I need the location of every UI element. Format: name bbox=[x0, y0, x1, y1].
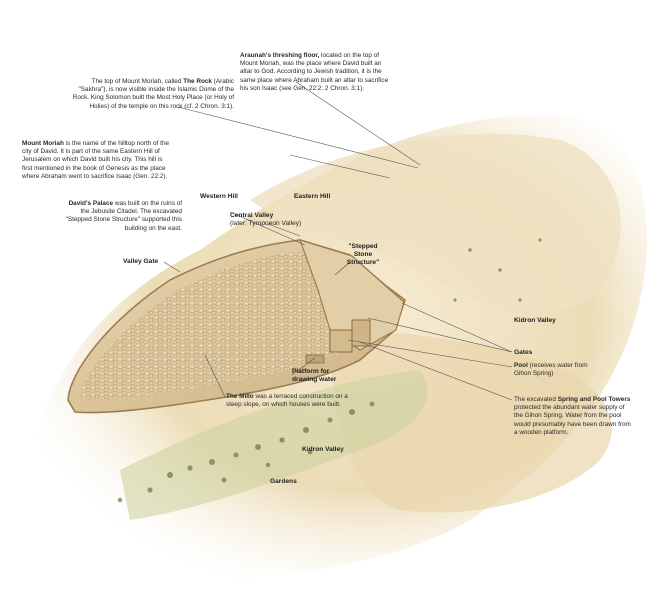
leader-lines bbox=[163, 81, 513, 401]
eastern-hill-label: Eastern Hill bbox=[294, 193, 331, 200]
araunah-note-title: Araunah's threshing floor, bbox=[240, 52, 320, 59]
platform-label: Platform for drawing water bbox=[292, 368, 337, 383]
valley-gate-label: Valley Gate bbox=[123, 258, 159, 265]
towers-note-title: Spring and Pool Towers bbox=[557, 396, 631, 403]
spring-pool-towers-note: The excavated Spring and Pool Towers pro… bbox=[514, 396, 634, 437]
towers-note-text: protected the abundant water supply of t… bbox=[514, 404, 631, 436]
araunah-note-text: located on the top of Mount Moriah, was … bbox=[240, 52, 389, 92]
eastern-hill-terrain bbox=[250, 133, 621, 312]
central-valley-subtitle: (later: Tyropoeon Valley) bbox=[230, 220, 302, 227]
millo-note-title: The Millo bbox=[226, 393, 254, 400]
central-valley-title: Central Valley bbox=[230, 212, 274, 219]
moriah-note-title: Mount Moriah bbox=[22, 140, 64, 147]
stepped-stone-label: "Stepped Stone Structure" bbox=[346, 243, 380, 266]
pool-tower bbox=[329, 329, 353, 353]
pool-note-text: (receives water from Gihon Spring) bbox=[514, 362, 588, 378]
rock-note-title: The Rock bbox=[183, 78, 212, 85]
araunah-threshing-floor-note: Araunah's threshing floor, located on th… bbox=[240, 52, 392, 93]
palace-note-title: David's Palace bbox=[68, 200, 114, 207]
millo-note-text: was a terraced construction on a steep s… bbox=[226, 393, 348, 409]
the-rock-note: The top of Mount Moriah, called The Rock… bbox=[72, 78, 234, 111]
towers-note-pre: The excavated bbox=[514, 396, 558, 403]
western-hill-label: Western Hill bbox=[200, 193, 238, 200]
rock-note-pre: The top of Mount Moriah, called bbox=[91, 78, 184, 85]
millo-note: The Millo was a terraced construction on… bbox=[226, 393, 354, 409]
moriah-note-text: is the name of the hilltop north of the … bbox=[22, 140, 170, 180]
kidron-valley-right-label: Kidron Valley bbox=[514, 317, 556, 324]
gates-label: Gates bbox=[514, 349, 533, 356]
davids-palace-note: David's Palace was built on the ruins of… bbox=[62, 200, 182, 233]
gardens-terrain bbox=[120, 370, 428, 520]
palace-note-text: was built on the ruins of the Jebusite C… bbox=[65, 200, 182, 232]
garden-trees bbox=[117, 238, 542, 503]
pool-note-title: Pool bbox=[514, 362, 528, 369]
citadel bbox=[299, 239, 405, 351]
mount-moriah-note: Mount Moriah is the name of the hilltop … bbox=[22, 140, 170, 181]
kidron-valley-bottom-label: Kidron Valley bbox=[302, 446, 344, 453]
rock-note-text: (Arabic "Sakhra"), is now visible inside… bbox=[72, 78, 234, 110]
central-valley-label: Central Valley (later: Tyropoeon Valley) bbox=[230, 212, 301, 228]
pool-note: Pool (receives water from Gihon Spring) bbox=[514, 362, 594, 378]
gardens-label: Gardens bbox=[270, 478, 297, 485]
spring-tower bbox=[351, 319, 371, 347]
water-platform bbox=[305, 354, 325, 364]
